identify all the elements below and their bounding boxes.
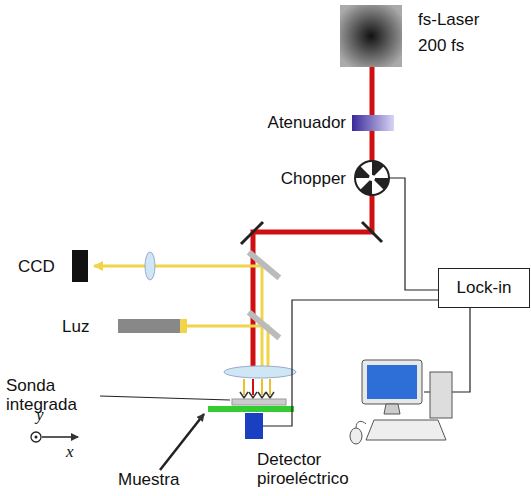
pyroelectric-detector [245,413,263,439]
box-label: Lock-in [457,278,512,298]
laser-beam [253,67,372,368]
laser-label: fs-Laser [418,10,479,29]
objective-lens [224,366,296,378]
attenuator [352,115,394,131]
laser-source [340,5,402,67]
light-path [94,266,268,368]
pulse-duration: 200 fs [418,36,464,55]
chopper-wheel [355,161,389,195]
axis-y [35,436,38,439]
beam-splitter [247,310,281,340]
arrowheads [240,392,274,398]
light-label: Luz [62,317,89,336]
axis-label: x [66,442,74,461]
chopper-blade [355,166,372,178]
light-source [180,319,187,333]
lens [145,252,155,280]
axis-y [31,432,41,442]
chopper-blade [360,178,372,195]
chopper-label: Chopper [281,169,346,188]
beam-splitter [247,250,281,280]
probe-label: Sonda integrada [6,376,101,414]
attenuator-label: Atenuador [268,113,346,132]
axis-x [42,436,78,437]
ccd-camera [72,250,88,282]
computer [350,360,452,444]
mirror [241,222,263,244]
chopper-blade [372,161,384,178]
integrated-probe [232,399,286,405]
light-source [118,319,182,333]
leader-line [100,396,230,400]
leader-arrow [160,414,204,470]
focused-beam [252,379,254,395]
sample-label: Muestra [118,470,179,489]
mirror [362,222,382,242]
lock-in-box: Lock-in [438,268,530,308]
chopper-blade [372,178,389,190]
axis-label: y [36,405,44,424]
ccd-label: CCD [18,257,55,276]
detector-label: Detector piroeléctrico [257,450,372,488]
sample [208,406,294,412]
